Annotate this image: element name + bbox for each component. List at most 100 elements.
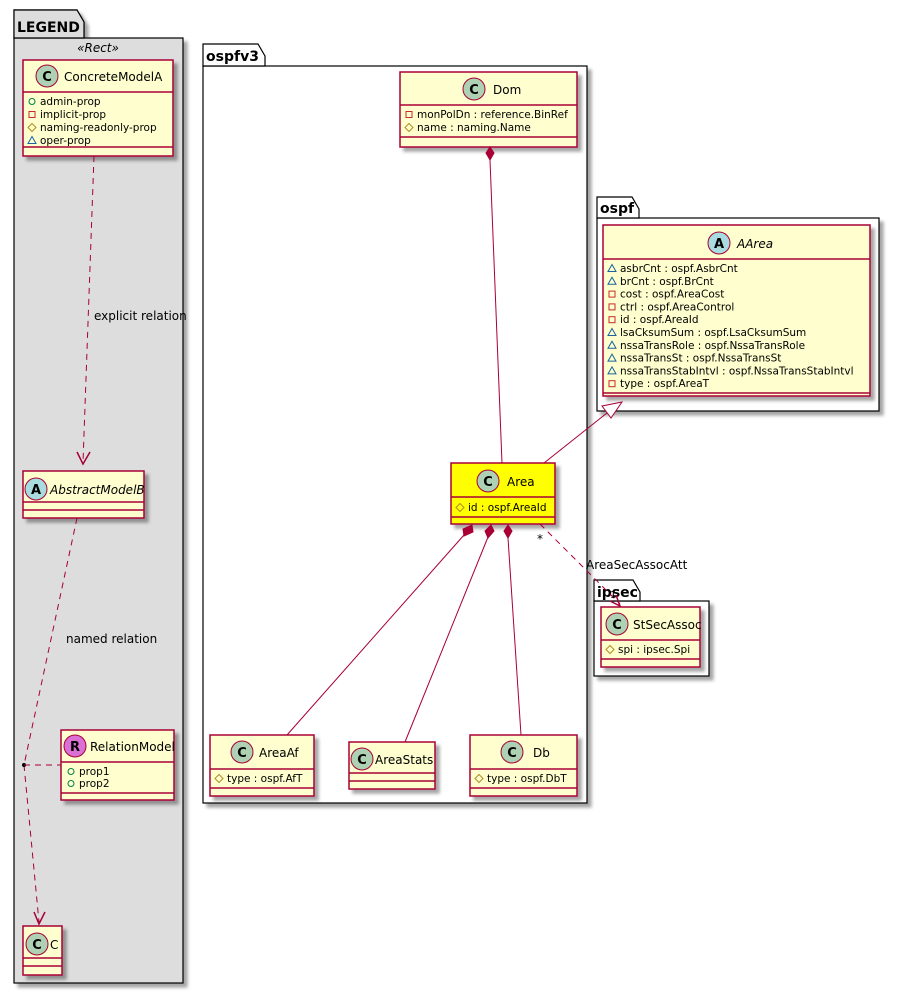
attribute: implicit-prop bbox=[40, 109, 106, 121]
multiplicity-dst: 1 bbox=[610, 590, 616, 601]
public-visibility-icon bbox=[67, 780, 75, 787]
svg-text:C: C bbox=[237, 746, 247, 761]
attribute: lsaCksumSum : ospf.LsaCksumSum bbox=[620, 327, 806, 339]
area-sec-assoc-label: AreaSecAssocAtt bbox=[586, 558, 688, 572]
attribute-list: id : ospf.AreaId bbox=[455, 502, 547, 514]
attribute-list: spi : ipsec.Spi bbox=[605, 644, 690, 656]
package-ipsec-label: ipsec bbox=[597, 585, 638, 601]
class-c-icon bbox=[350, 747, 374, 771]
private-visibility-icon bbox=[405, 111, 413, 118]
class-c-icon bbox=[230, 740, 254, 764]
class-name: Dom bbox=[493, 83, 521, 97]
legend-stereotype: «Rect» bbox=[77, 41, 119, 55]
attribute: cost : ospf.AreaCost bbox=[620, 289, 724, 301]
svg-text:C: C bbox=[483, 475, 493, 490]
package-visibility-icon bbox=[607, 353, 617, 362]
attribute-list: admin-propimplicit-propnaming-readonly-p… bbox=[27, 96, 157, 147]
attribute: admin-prop bbox=[40, 96, 101, 108]
edge-named-relation: named relation bbox=[22, 517, 157, 926]
class-abstract-model-b[interactable]: A AbstractModelB bbox=[22, 470, 145, 519]
package-ospfv3: ospfv3 bbox=[202, 43, 588, 804]
explicit-relation-label: explicit relation bbox=[94, 309, 187, 323]
class-name: AreaStats bbox=[375, 753, 433, 767]
attribute: nssaTransStabIntvl : ospf.NssaTransStabI… bbox=[620, 365, 854, 377]
class-c-icon bbox=[35, 64, 59, 88]
attribute: type : ospf.DbT bbox=[487, 773, 567, 785]
edge-dom-area-composition bbox=[485, 146, 503, 464]
attribute: naming-readonly-prop bbox=[40, 122, 157, 134]
class-c-icon bbox=[462, 77, 486, 101]
class-name: AbstractModelB bbox=[49, 483, 145, 497]
class-name: AreaAf bbox=[259, 746, 299, 760]
class-name: RelationModel bbox=[90, 740, 175, 754]
edge-area-db-composition bbox=[503, 524, 522, 736]
class-area[interactable]: C Area id : ospf.AreaId bbox=[450, 462, 556, 525]
class-name: AArea bbox=[736, 237, 773, 251]
class-st-sec-assoc[interactable]: C StSecAssoc spi : ipsec.Spi bbox=[600, 606, 702, 668]
protected-visibility-icon bbox=[474, 773, 484, 784]
named-relation-label: named relation bbox=[66, 632, 157, 646]
attribute-list: type : ospf.DbT bbox=[474, 773, 567, 785]
svg-text:C: C bbox=[32, 938, 42, 953]
class-area-af[interactable]: C AreaAf type : ospf.AfT bbox=[209, 734, 315, 797]
attribute: id : ospf.AreaId bbox=[468, 502, 547, 514]
attribute: prop1 bbox=[79, 766, 110, 778]
attribute: id : ospf.AreaId bbox=[620, 314, 699, 326]
attribute: oper-prop bbox=[40, 135, 91, 147]
package-visibility-icon bbox=[607, 327, 617, 336]
class-area-stats[interactable]: C AreaStats bbox=[348, 741, 436, 790]
private-visibility-icon bbox=[28, 111, 36, 118]
package-visibility-icon bbox=[607, 276, 617, 285]
package-visibility-icon bbox=[607, 340, 617, 349]
class-c[interactable]: C C bbox=[22, 925, 63, 976]
svg-text:C: C bbox=[357, 753, 367, 768]
package-visibility-icon bbox=[27, 135, 37, 144]
package-ospfv3-label: ospfv3 bbox=[206, 49, 259, 65]
class-db[interactable]: C Db type : ospf.DbT bbox=[469, 734, 578, 797]
attribute: monPolDn : reference.BinRef bbox=[417, 109, 568, 121]
protected-visibility-icon bbox=[214, 773, 224, 784]
package-ospf-label: ospf bbox=[600, 201, 635, 217]
class-name: C bbox=[50, 938, 58, 952]
attribute: nssaTransSt : ospf.NssaTransSt bbox=[620, 353, 781, 365]
svg-text:C: C bbox=[612, 618, 622, 633]
class-c-icon bbox=[605, 612, 629, 636]
edge-area-areaaf-composition bbox=[286, 524, 474, 736]
protected-visibility-icon bbox=[605, 644, 615, 655]
svg-text:C: C bbox=[507, 746, 517, 761]
attribute: type : ospf.AreaT bbox=[620, 378, 710, 390]
package-visibility-icon bbox=[607, 263, 617, 272]
public-visibility-icon bbox=[28, 98, 36, 105]
attribute: brCnt : ospf.BrCnt bbox=[620, 276, 714, 288]
protected-visibility-icon bbox=[404, 122, 414, 133]
attribute: name : naming.Name bbox=[417, 122, 531, 134]
attribute: nssaTransRole : ospf.NssaTransRole bbox=[620, 340, 805, 352]
class-c-icon bbox=[500, 740, 524, 764]
class-c-icon bbox=[476, 469, 500, 493]
public-visibility-icon bbox=[67, 768, 75, 775]
attribute: type : ospf.AfT bbox=[227, 773, 303, 785]
package-visibility-icon bbox=[607, 365, 617, 375]
svg-text:A: A bbox=[714, 237, 724, 252]
abstract-a-icon bbox=[707, 231, 731, 255]
class-name: StSecAssoc bbox=[633, 618, 702, 632]
class-name: ConcreteModelA bbox=[64, 70, 163, 84]
attribute: prop2 bbox=[79, 778, 110, 790]
edge-area-sec-assoc: * 1 AreaSecAssocAtt bbox=[537, 523, 688, 608]
protected-visibility-icon bbox=[27, 122, 37, 133]
abstract-a-icon bbox=[24, 477, 48, 501]
class-concrete-model-a[interactable]: C ConcreteModelA admin-propimplicit-prop… bbox=[22, 59, 174, 157]
class-c-icon bbox=[25, 932, 49, 956]
edge-area-aarea-inheritance bbox=[543, 401, 624, 464]
class-name: Area bbox=[507, 475, 535, 489]
private-visibility-icon bbox=[608, 316, 616, 324]
private-visibility-icon bbox=[608, 380, 616, 388]
private-visibility-icon bbox=[608, 290, 616, 298]
